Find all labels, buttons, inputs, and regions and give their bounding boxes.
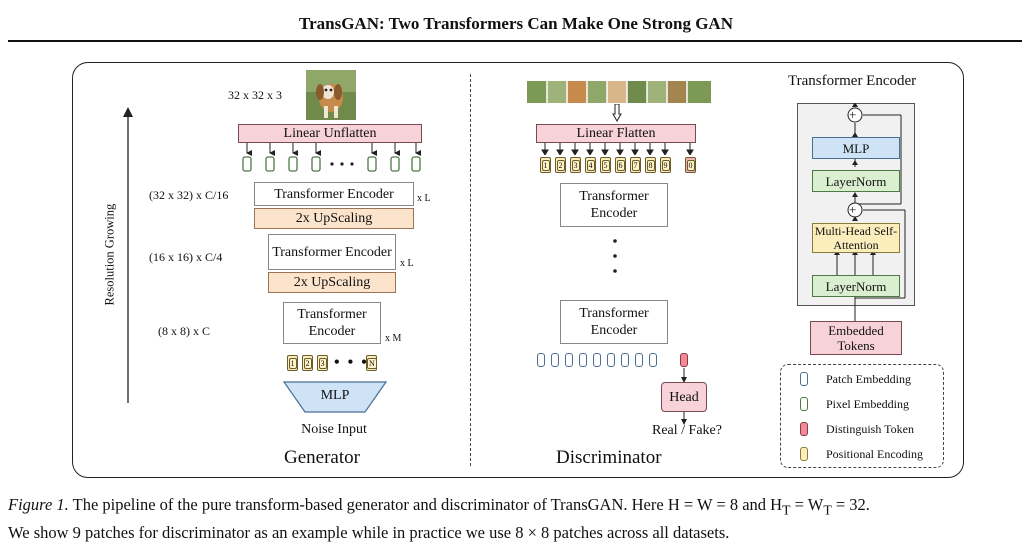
disc-flatten-arrows <box>541 143 694 155</box>
gen-encoder-stage3: Transformer Encoder <box>283 302 381 344</box>
disc-vertical-ellipsis <box>613 239 617 273</box>
generator-title: Generator <box>284 447 360 468</box>
disc-output-token <box>635 353 643 367</box>
gen-pos-token-1: 1 <box>287 355 298 371</box>
legend-label-patch: Patch Embedding <box>826 372 911 386</box>
disc-patch-token-2: 2 <box>555 157 566 173</box>
linear-flatten-box: Linear Flatten <box>536 124 696 143</box>
caption-fig-label: Figure 1. <box>8 495 69 514</box>
gen-unflatten-tokens <box>242 143 421 172</box>
encoder-mlp-box: MLP <box>812 137 900 159</box>
caption-line-2: We show 9 patches for discriminator as a… <box>8 523 730 543</box>
disc-patch-token-6: 6 <box>615 157 626 173</box>
disc-output-token <box>537 353 545 367</box>
hollow-down-arrow-icon <box>612 104 622 122</box>
layernorm-top-box: LayerNorm <box>812 170 900 192</box>
disc-patch-token-1: 1 <box>540 157 551 173</box>
upscaling-box-1: 2x UpScaling <box>254 208 414 229</box>
disc-patch-token-8: 8 <box>645 157 656 173</box>
resolution-axis-arrow <box>123 107 133 403</box>
disc-cls-output-token <box>680 353 688 367</box>
disc-output-token <box>649 353 657 367</box>
disc-output-token <box>551 353 559 367</box>
legend-box <box>780 364 944 468</box>
head-box: Head <box>661 382 707 412</box>
stage2-repeat-label: x L <box>400 258 414 269</box>
disc-cls-token: 0 <box>685 157 696 173</box>
disc-output-token <box>579 353 587 367</box>
stage3-repeat-label: x M <box>385 333 402 344</box>
legend-label-distinguish: Distinguish Token <box>826 422 914 436</box>
gen-encoder-stage1: Transformer Encoder <box>254 182 414 206</box>
gen-pos-token-n: N <box>366 355 377 371</box>
disc-patch-token-7: 7 <box>630 157 641 173</box>
stage1-dims-label: (32 x 32) x C/16 <box>149 188 229 202</box>
upscaling-box-2: 2x UpScaling <box>268 272 396 293</box>
disc-output-token <box>607 353 615 367</box>
noise-input-label: Noise Input <box>301 422 367 437</box>
stage2-dims-label: (16 x 16) x C/4 <box>149 250 223 264</box>
mlp-trapezoid <box>283 381 387 413</box>
legend-swatch-positional <box>800 447 808 461</box>
paper-header-title: TransGAN: Two Transformers Can Make One … <box>299 14 733 33</box>
disc-encoder-top: Transformer Encoder <box>560 183 668 227</box>
generator-discriminator-separator <box>470 74 471 466</box>
disc-output-token <box>621 353 629 367</box>
dog-image-icon <box>306 70 356 120</box>
encoder-detail-title: Transformer Encoder <box>788 73 917 89</box>
legend-label-positional: Positional Encoding <box>826 447 923 461</box>
disc-patch-token-3: 3 <box>570 157 581 173</box>
plus-bottom-icon: + <box>849 202 857 217</box>
legend-swatch-distinguish <box>800 422 808 436</box>
resolution-growing-label: Resolution Growing <box>102 203 117 306</box>
gen-pos-token-3: 3 <box>317 355 328 371</box>
embedded-tokens-box: Embedded Tokens <box>810 321 902 355</box>
disc-output-token <box>565 353 573 367</box>
gen-pos-token-2: 2 <box>302 355 313 371</box>
header-rule <box>8 40 1022 42</box>
figure-panel <box>72 62 964 478</box>
stage3-dims-label: (8 x 8) x C <box>158 324 210 338</box>
attention-box: Multi-Head Self-Attention <box>812 223 900 253</box>
legend-label-pixel: Pixel Embedding <box>826 397 909 411</box>
stage1-repeat-label: x L <box>417 193 431 204</box>
layernorm-bottom-box: LayerNorm <box>812 275 900 297</box>
plus-top-icon: + <box>849 107 857 122</box>
legend-swatch-pixel <box>800 397 808 411</box>
gen-token-ellipsis: • • • <box>334 354 369 371</box>
patch-strip-image <box>527 81 711 103</box>
figure-caption: Figure 1. The pipeline of the pure trans… <box>8 493 1024 544</box>
gen-image-label: 32 x 32 x 3 <box>228 88 282 102</box>
head-arrow <box>681 368 687 383</box>
output-arrow <box>681 412 687 425</box>
linear-unflatten-box: Linear Unflatten <box>238 124 422 143</box>
disc-encoder-bottom: Transformer Encoder <box>560 300 668 344</box>
mlp-label: MLP <box>320 388 350 403</box>
disc-patch-token-4: 4 <box>585 157 596 173</box>
legend-swatch-patch <box>800 372 808 386</box>
real-fake-label: Real / Fake? <box>652 423 722 438</box>
discriminator-title: Discriminator <box>556 447 662 468</box>
disc-patch-token-9: 9 <box>660 157 671 173</box>
gen-encoder-stage2: Transformer Encoder <box>268 234 396 270</box>
caption-line-1: Figure 1. The pipeline of the pure trans… <box>8 495 870 518</box>
disc-patch-token-5: 5 <box>600 157 611 173</box>
disc-output-token <box>593 353 601 367</box>
